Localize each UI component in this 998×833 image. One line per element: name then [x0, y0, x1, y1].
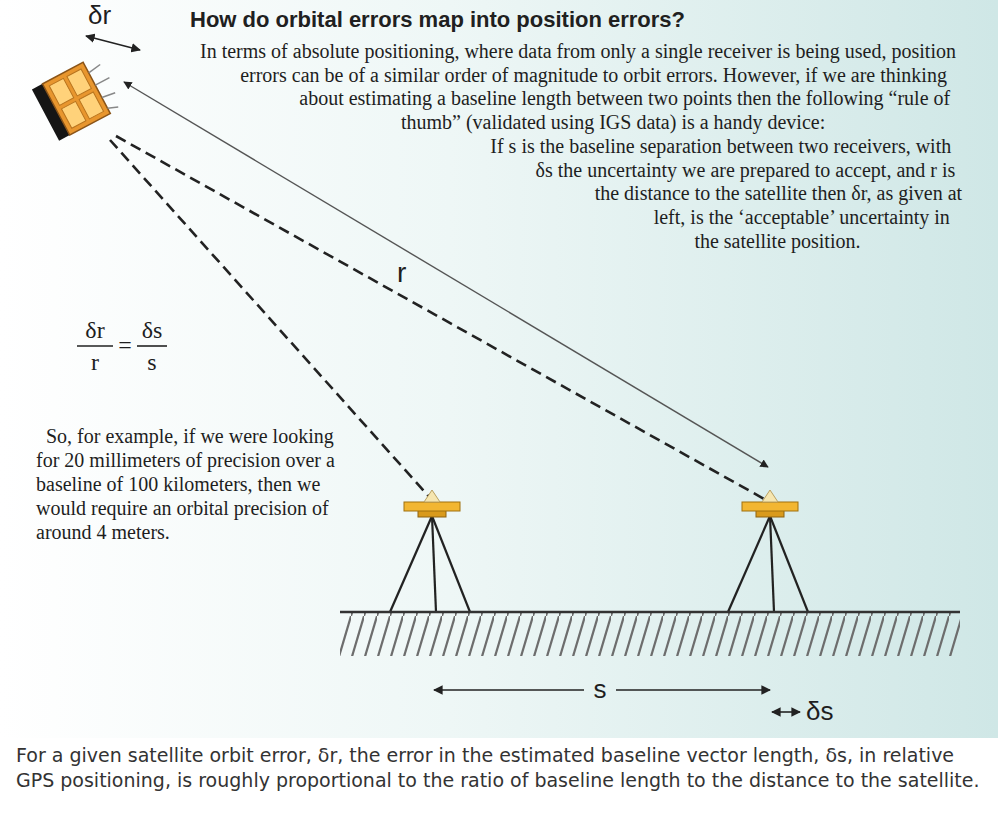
formula-term: s	[136, 348, 168, 376]
receiver	[762, 490, 778, 502]
receiver	[432, 516, 436, 612]
satellite	[79, 92, 103, 119]
delta-r-arrow	[86, 36, 140, 50]
receiver	[742, 502, 798, 511]
ground	[340, 612, 960, 656]
body-text: In terms of absolute positioning, where …	[190, 40, 972, 443]
dimension-arrows	[772, 711, 800, 713]
receiver	[390, 516, 432, 612]
satellite	[42, 62, 110, 135]
receiver	[728, 490, 808, 612]
example-paragraph: So, for example, if we were looking for …	[36, 424, 336, 544]
receiver	[404, 502, 460, 511]
dimension-label: δs	[806, 696, 833, 726]
satellite	[95, 78, 109, 86]
receiver	[770, 516, 774, 612]
satellite	[32, 55, 125, 141]
receiver	[728, 516, 770, 612]
ground	[340, 612, 960, 656]
body-paragraph: If s is the baseline separation between …	[190, 135, 972, 254]
receiver	[390, 490, 470, 612]
dimension-arrows	[434, 689, 584, 691]
formula-bars	[77, 345, 113, 347]
formula-term: δs	[136, 316, 168, 344]
dimension-label: s	[588, 674, 612, 704]
dimension-arrows	[434, 690, 800, 712]
satellite	[88, 65, 101, 73]
delta-r-arrow	[86, 36, 140, 50]
receiver	[432, 516, 470, 612]
satellite	[67, 69, 91, 96]
caption: For a given satellite orbit error, δr, t…	[16, 743, 984, 793]
receiver	[770, 516, 808, 612]
formula-sign: =	[116, 331, 134, 359]
delta-label: δr	[88, 0, 111, 30]
body-paragraph: In terms of absolute positioning, where …	[190, 40, 972, 135]
panel-background	[0, 0, 998, 738]
formula-bars	[137, 345, 167, 347]
formula-term: δr	[78, 316, 112, 344]
formula-term: r	[78, 348, 112, 376]
satellite	[102, 91, 115, 99]
title: How do orbital errors map into position …	[190, 6, 685, 34]
distance-label: r	[397, 258, 406, 288]
satellite	[108, 103, 119, 111]
receiver	[424, 490, 440, 502]
dimension-arrows	[616, 689, 770, 691]
ground	[340, 611, 960, 614]
